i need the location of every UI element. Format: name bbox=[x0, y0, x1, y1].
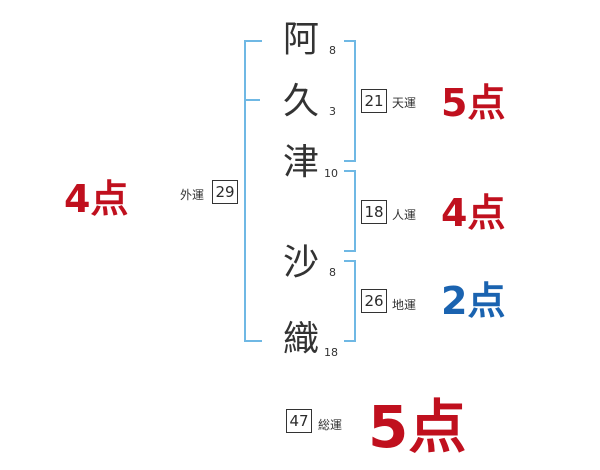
sou-label: 総運 bbox=[318, 418, 343, 432]
gai-value-box: 29 bbox=[212, 180, 238, 204]
gai-label: 外運 bbox=[180, 188, 205, 202]
name-char-3: 津 bbox=[283, 142, 320, 183]
ten-bracket bbox=[344, 40, 356, 162]
stroke-count-1: 8 bbox=[329, 44, 336, 57]
jin-score: 4点 bbox=[441, 191, 506, 235]
name-char-1: 阿 bbox=[283, 19, 320, 60]
jin-label: 人運 bbox=[392, 208, 417, 222]
chi-bracket bbox=[344, 260, 356, 342]
sou-score: 5点 bbox=[368, 393, 467, 461]
stroke-count-2: 3 bbox=[329, 105, 336, 118]
name-char-5: 織 bbox=[283, 319, 320, 360]
chi-label: 地運 bbox=[392, 298, 417, 312]
sou-value-box: 47 bbox=[286, 409, 312, 433]
stroke-count-4: 8 bbox=[329, 266, 336, 279]
gai-score: 4点 bbox=[64, 177, 129, 221]
jin-value-box: 18 bbox=[361, 200, 387, 224]
name-char-4: 沙 bbox=[283, 242, 320, 283]
stroke-count-3: 10 bbox=[324, 167, 338, 180]
chi-value-box: 26 bbox=[361, 289, 387, 313]
jin-bracket bbox=[344, 170, 356, 252]
chi-score: 2点 bbox=[441, 279, 506, 323]
name-char-2: 久 bbox=[283, 81, 320, 122]
outer-bracket bbox=[244, 40, 262, 342]
ten-score: 5点 bbox=[441, 81, 506, 125]
ten-label: 天運 bbox=[392, 96, 417, 110]
stroke-count-5: 18 bbox=[324, 346, 338, 359]
ten-value-box: 21 bbox=[361, 89, 387, 113]
outer-bracket-tick bbox=[246, 99, 260, 101]
